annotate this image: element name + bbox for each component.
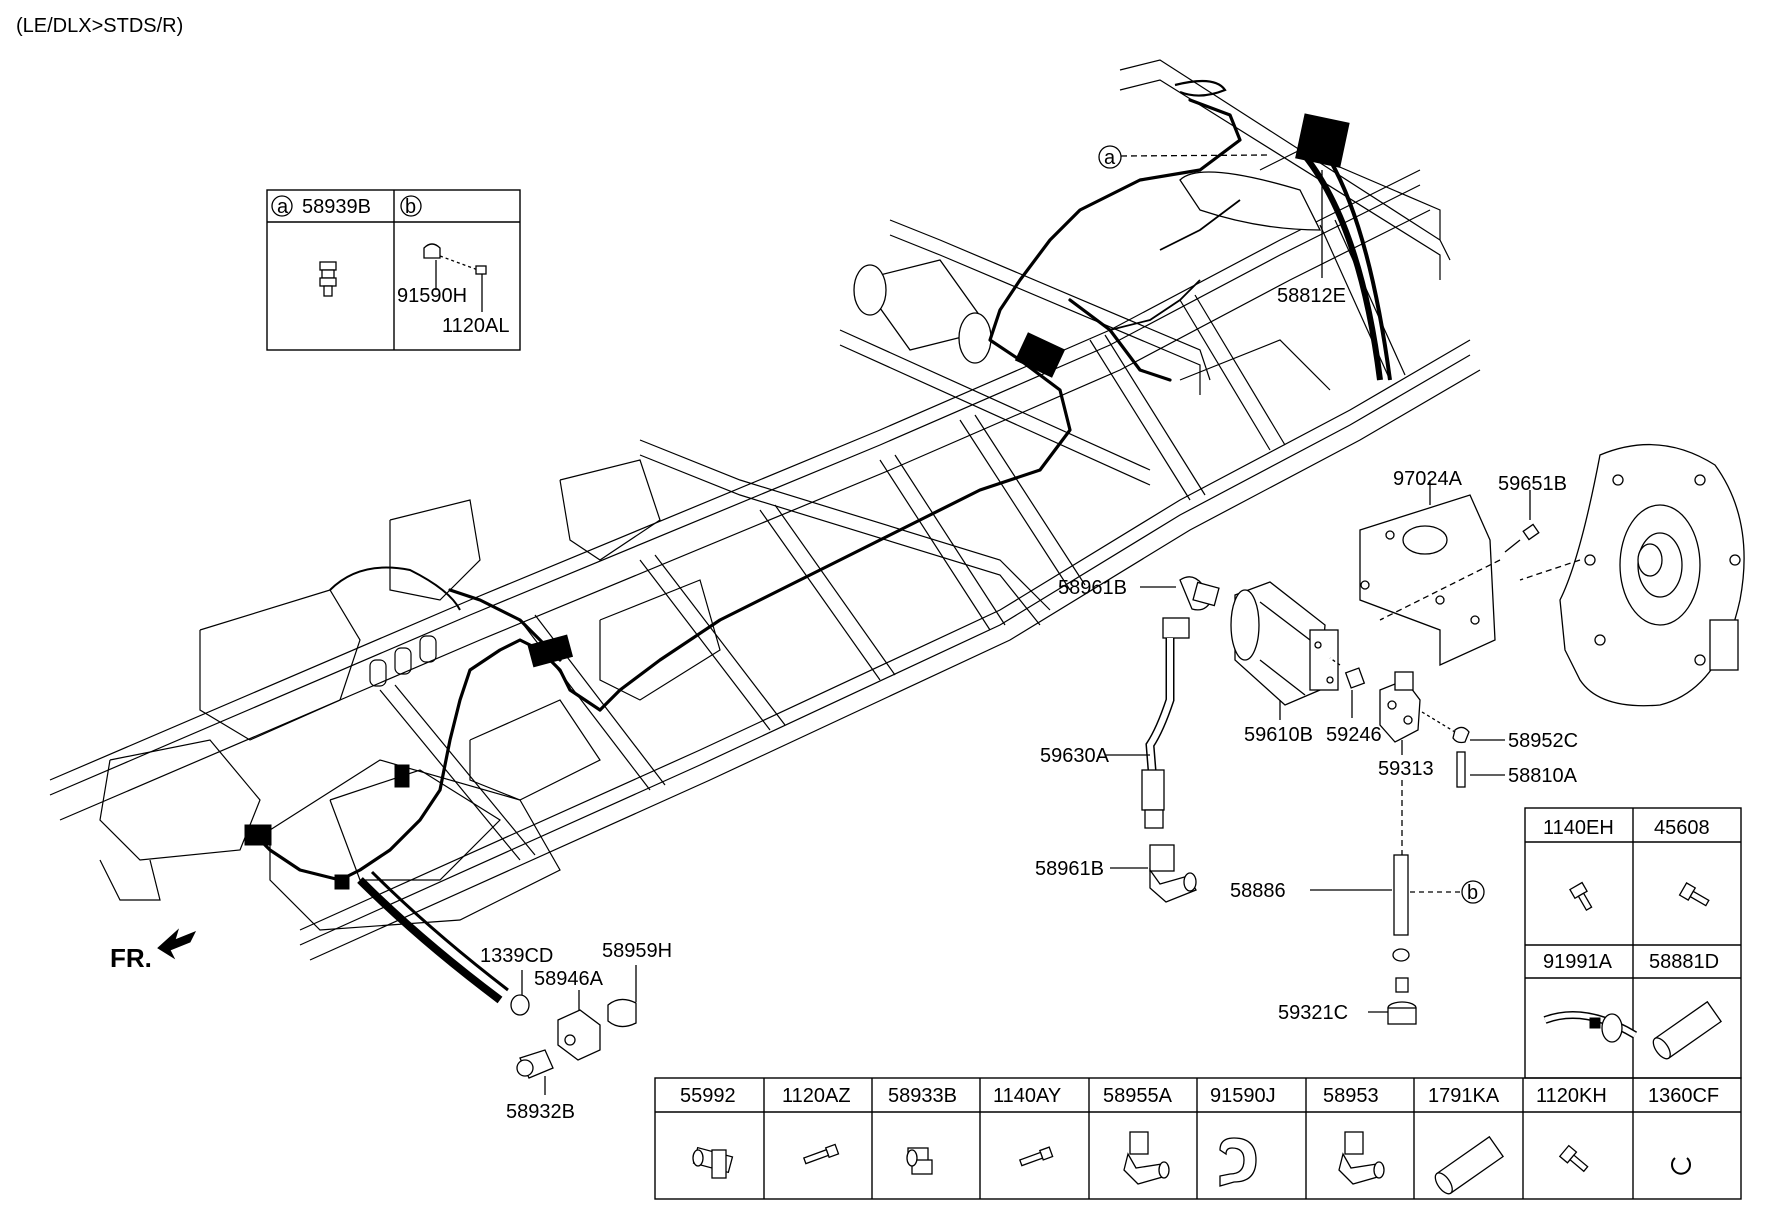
- flex-hose: [1141, 617, 1190, 829]
- grid-58933B: 58933B: [888, 1085, 957, 1107]
- grid-58953: 58953: [1323, 1085, 1379, 1107]
- callout-58946A: 58946A: [534, 968, 604, 990]
- marker-a-callout-icon: [1098, 145, 1122, 169]
- marker-b-label: b: [1467, 882, 1478, 904]
- union-fitting-icon: [906, 1147, 933, 1175]
- bolt-icon: [802, 1143, 840, 1165]
- bolt-icon: [1558, 1144, 1589, 1173]
- cable-tie-icon: [1543, 1011, 1638, 1043]
- elbow-fitting-top: [1179, 576, 1220, 611]
- exhaust-brake-cylinder: [1230, 581, 1339, 706]
- callout-59246: 59246: [1326, 724, 1382, 746]
- callout-59610B: 59610B: [1244, 724, 1313, 746]
- sleeve-tube-icon: [1652, 1000, 1723, 1060]
- tee-connector-icon: [692, 1146, 734, 1179]
- grid-91991A: 91991A: [1543, 951, 1613, 973]
- transmission-housing: [1559, 443, 1745, 707]
- callout-58886: 58886: [1230, 880, 1286, 902]
- legend-b-part-1: 91590H: [397, 285, 467, 307]
- bolt-icon: [1504, 523, 1540, 553]
- callout-59630A: 59630A: [1040, 745, 1110, 767]
- callout-1339CD: 1339CD: [480, 945, 553, 967]
- grid-1360CF: 1360CF: [1648, 1085, 1719, 1107]
- grid-91590J: 91590J: [1210, 1085, 1276, 1107]
- mounting-bracket: [1359, 494, 1496, 667]
- bottom-parts-grid: 55992 1120AZ 58933B 1140AY 58955A 91590J…: [654, 1077, 1742, 1200]
- snap-ring-icon: [1671, 1157, 1691, 1175]
- grid-1140AY: 1140AY: [993, 1085, 1061, 1107]
- marker-a-icon: [271, 195, 293, 217]
- grid-45608: 45608: [1654, 817, 1710, 839]
- legend-b-marker: b: [405, 196, 416, 218]
- legend-b-part-2: 1120AL: [442, 315, 509, 337]
- wiring-harness: [244, 79, 1392, 1004]
- marker-b-callout-icon: [1461, 880, 1485, 904]
- bolt-icon: [1678, 882, 1710, 907]
- elbow-small: [1421, 711, 1470, 744]
- tee-fitting-group: [510, 994, 637, 1079]
- grid-55992: 55992: [680, 1085, 736, 1107]
- fitting-59321C: [1387, 977, 1417, 1025]
- callout-59651B: 59651B: [1498, 473, 1567, 495]
- solenoid-valve: [1379, 671, 1421, 743]
- legend-a-marker: a: [277, 196, 289, 218]
- variant-title: (LE/DLX>STDS/R): [16, 15, 183, 37]
- marker-b-icon: [400, 195, 422, 217]
- callout-58959H: 58959H: [602, 940, 672, 962]
- grid-1120KH: 1120KH: [1536, 1085, 1607, 1107]
- front-arrow-icon: [157, 928, 197, 960]
- junction-block-icon: [1295, 113, 1350, 168]
- grid-58955A: 58955A: [1103, 1085, 1173, 1107]
- right-parts-grid: 1140EH 45608 91991A 58881D: [1524, 807, 1742, 1079]
- callout-59313: 59313: [1378, 758, 1434, 780]
- air-tank: [853, 171, 1322, 364]
- callout-58952C: 58952C: [1508, 730, 1578, 752]
- callout-58810A: 58810A: [1508, 765, 1578, 787]
- nipple-fitting: [1329, 657, 1366, 689]
- callout-58932B: 58932B: [506, 1101, 575, 1123]
- legend-a-part: 58939B: [302, 196, 371, 218]
- front-label: FR.: [110, 943, 152, 973]
- grid-1791KA: 1791KA: [1428, 1085, 1500, 1107]
- grid-1140EH: 1140EH: [1543, 817, 1614, 839]
- clip-bolt-icon: [423, 243, 487, 312]
- callout-58961B-top: 58961B: [1058, 577, 1127, 599]
- bolt-icon: [1569, 881, 1593, 911]
- callout-58812E: 58812E: [1277, 285, 1346, 307]
- elbow-fitting-bottom: [1149, 844, 1197, 903]
- elbow-fitting-icon: [1123, 1131, 1170, 1185]
- tube-small: [1456, 751, 1466, 788]
- elbow-fitting-icon: [1338, 1131, 1385, 1185]
- callout-59321C: 59321C: [1278, 1002, 1348, 1024]
- sleeve-tube-icon: [1434, 1135, 1505, 1195]
- connector-pipe: [1392, 854, 1410, 962]
- plug-icon: [319, 261, 337, 297]
- grid-58881D: 58881D: [1649, 951, 1719, 973]
- callout-97024A: 97024A: [1393, 468, 1463, 490]
- callout-58961B-bottom: 58961B: [1035, 858, 1104, 880]
- p-clamp-icon: [1219, 1137, 1257, 1187]
- legend-box: a 58939B b 91590H 1120AL: [266, 189, 521, 351]
- grid-1120AZ: 1120AZ: [782, 1085, 851, 1107]
- bolt-icon: [1018, 1146, 1054, 1167]
- marker-a-label: a: [1104, 147, 1116, 169]
